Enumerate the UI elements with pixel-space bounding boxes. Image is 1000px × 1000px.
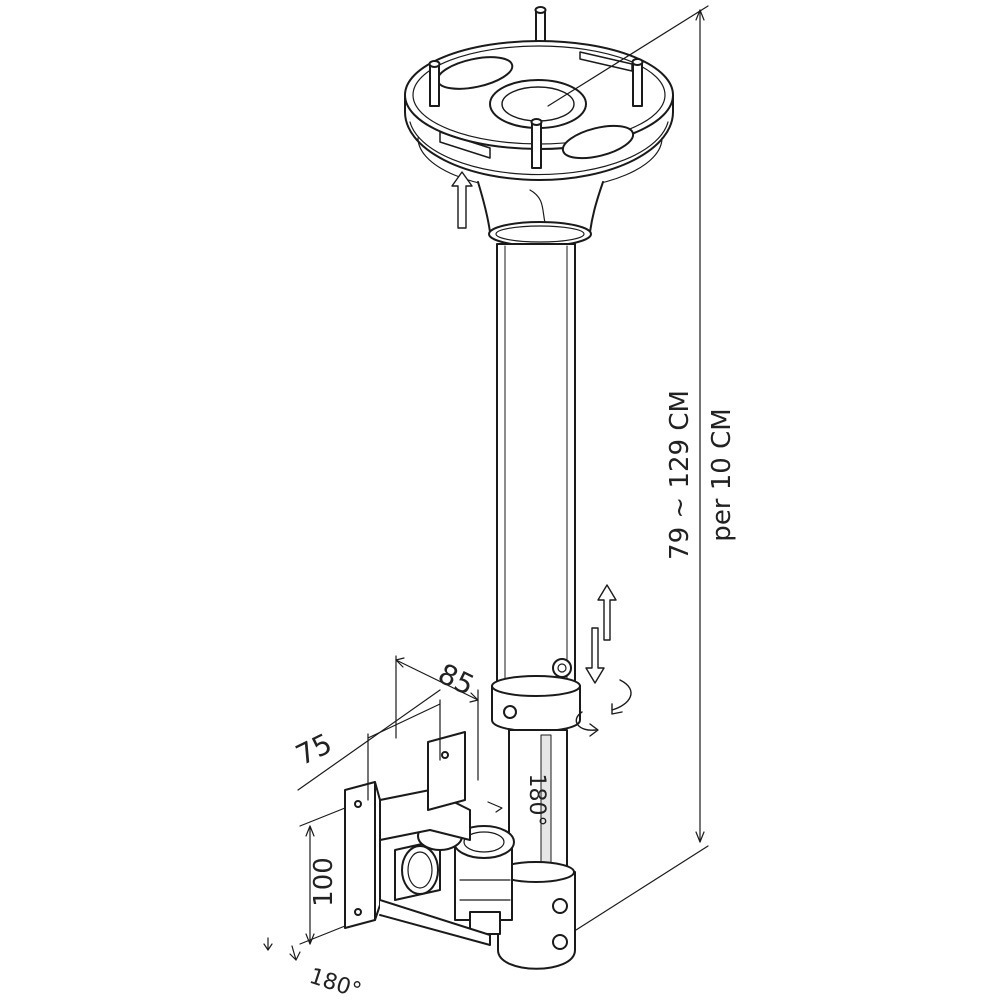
depth-label: 85 <box>433 657 479 702</box>
plate-height-dimension <box>299 807 346 945</box>
mounting-bolt <box>631 58 644 107</box>
mounting-bolt <box>530 118 543 169</box>
ceiling-plate <box>404 6 674 247</box>
tilt-angle-label: 180° <box>524 774 549 827</box>
height-range-label: 79 ~ 129 CM <box>665 390 695 560</box>
height-dimension <box>547 5 709 931</box>
height-adjust-arrows <box>585 584 617 684</box>
width-dimension <box>297 689 441 801</box>
vesa-bracket <box>344 731 491 946</box>
rotate-arrow-icon <box>575 679 632 737</box>
lower-block <box>497 861 576 970</box>
mounting-bolt <box>428 60 441 107</box>
inner-column <box>508 729 568 881</box>
swivel-angle-label: 180° <box>306 964 364 1000</box>
plate-height-label: 100 <box>309 857 339 907</box>
outer-column <box>496 243 576 702</box>
swivel-arrow-icon <box>263 937 301 961</box>
clamp-collar <box>491 675 581 733</box>
tilt-arrow-icon <box>487 801 503 813</box>
width-label: 75 <box>291 727 337 772</box>
tilt-mechanism <box>394 821 515 935</box>
height-step-label: per 10 CM <box>707 408 737 541</box>
